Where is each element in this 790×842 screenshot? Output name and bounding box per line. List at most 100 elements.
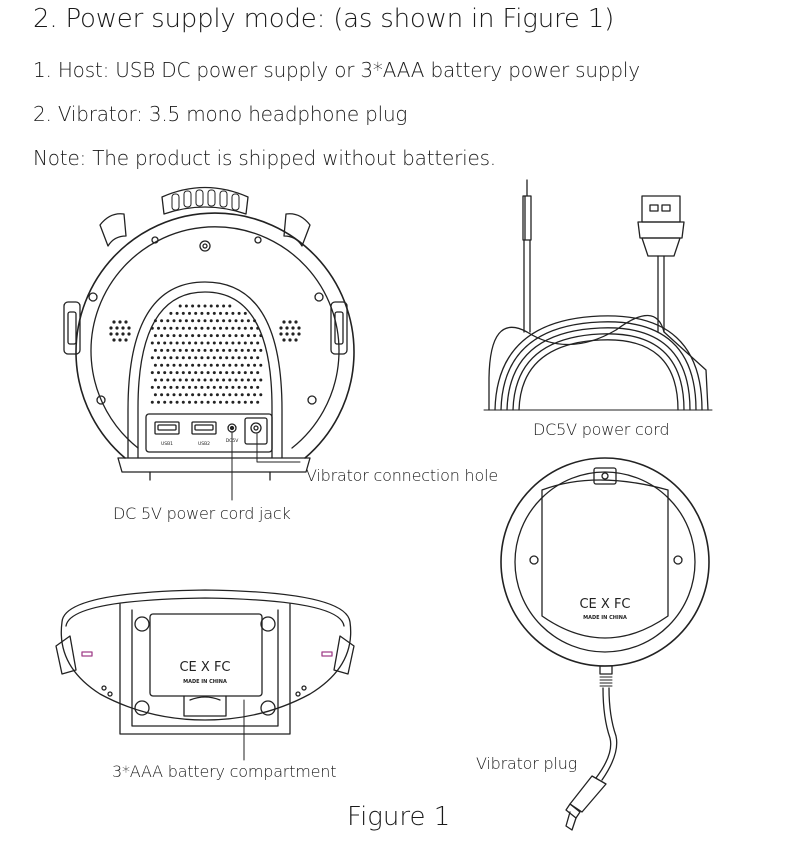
- speaker-hole: [181, 385, 185, 389]
- speaker-hole: [121, 326, 125, 330]
- shipping-note: Note: The product is shipped without bat…: [33, 146, 496, 170]
- speaker-hole: [115, 326, 119, 330]
- speaker-hole: [209, 334, 213, 338]
- speaker-hole: [191, 363, 195, 367]
- speaker-hole: [157, 385, 160, 389]
- speaker-hole: [160, 334, 164, 338]
- speaker-hole: [178, 348, 182, 352]
- speaker-hole: [200, 356, 204, 360]
- speaker-hole: [225, 400, 229, 404]
- speaker-hole: [150, 356, 154, 360]
- speaker-hole: [197, 334, 201, 338]
- speaker-hole: [219, 385, 222, 389]
- speaker-hole: [153, 363, 157, 367]
- speaker-hole: [285, 332, 289, 336]
- speaker-hole: [188, 326, 191, 330]
- speaker-hole: [184, 319, 188, 323]
- speaker-hole: [175, 356, 179, 360]
- speaker-hole: [184, 393, 188, 397]
- speaker-hole: [194, 356, 198, 360]
- speaker-hole: [209, 348, 213, 352]
- speaker-hole: [243, 311, 247, 315]
- vibrator-certification-marks: CE X FC: [579, 597, 630, 612]
- speaker-hole: [243, 326, 247, 330]
- speaker-hole: [175, 400, 179, 404]
- speaker-hole: [253, 319, 257, 323]
- speaker-hole: [212, 341, 216, 345]
- speaker-hole: [215, 334, 219, 338]
- speaker-hole: [250, 341, 253, 345]
- speaker-hole: [127, 332, 131, 336]
- speaker-hole: [191, 348, 195, 352]
- speaker-hole: [157, 341, 160, 345]
- speaker-hole: [153, 378, 157, 382]
- speaker-hole: [200, 400, 204, 404]
- speaker-hole: [175, 371, 179, 375]
- speaker-hole: [212, 311, 216, 315]
- speaker-hole: [231, 326, 235, 330]
- bottom-made-in-text: MADE IN CHINA: [183, 679, 227, 685]
- speaker-hole: [184, 348, 188, 352]
- speaker-hole: [172, 319, 176, 323]
- speaker-hole: [191, 319, 195, 323]
- speaker-hole: [203, 348, 207, 352]
- speaker-hole: [282, 320, 286, 324]
- speaker-hole: [175, 326, 179, 330]
- speaker-hole: [219, 356, 222, 360]
- speaker-hole: [175, 311, 179, 315]
- speaker-hole: [231, 341, 235, 345]
- speaker-hole: [243, 385, 247, 389]
- speaker-hole: [172, 378, 176, 382]
- speaker-hole: [178, 363, 182, 367]
- speaker-hole: [259, 348, 263, 352]
- speaker-hole: [197, 378, 201, 382]
- speaker-hole: [237, 326, 241, 330]
- power-item-vibrator: 2. Vibrator: 3.5 mono headphone plug: [33, 102, 408, 126]
- speaker-hole: [118, 320, 122, 324]
- speaker-hole: [178, 378, 182, 382]
- speaker-hole: [188, 311, 191, 315]
- speaker-hole: [153, 393, 157, 397]
- speaker-hole: [259, 378, 263, 382]
- speaker-hole: [228, 304, 232, 308]
- speaker-hole: [169, 356, 173, 360]
- speaker-hole: [282, 338, 286, 342]
- speaker-hole: [188, 371, 191, 375]
- vibrator-made-in-text: MADE IN CHINA: [583, 615, 627, 621]
- speaker-hole: [256, 341, 260, 345]
- speaker-hole: [150, 326, 154, 330]
- speaker-hole: [253, 393, 257, 397]
- speaker-hole: [231, 385, 235, 389]
- speaker-hole: [188, 400, 191, 404]
- speaker-hole: [291, 332, 295, 336]
- speaker-hole: [160, 319, 164, 323]
- speaker-hole: [228, 319, 232, 323]
- speaker-hole: [246, 348, 250, 352]
- speaker-hole: [219, 311, 222, 315]
- speaker-hole: [250, 371, 253, 375]
- speaker-hole: [222, 304, 226, 308]
- speaker-hole: [163, 326, 167, 330]
- speaker-hole: [172, 393, 176, 397]
- speaker-hole: [215, 393, 219, 397]
- host-bottom-view: [56, 590, 354, 760]
- speaker-hole: [243, 400, 247, 404]
- speaker-hole: [200, 341, 204, 345]
- speaker-hole: [191, 393, 195, 397]
- speaker-hole: [240, 348, 244, 352]
- speaker-hole: [253, 334, 257, 338]
- speaker-hole: [178, 304, 182, 308]
- speaker-hole: [234, 363, 238, 367]
- speaker-hole: [246, 378, 250, 382]
- speaker-hole: [181, 400, 185, 404]
- speaker-hole: [231, 356, 235, 360]
- speaker-hole: [256, 385, 260, 389]
- speaker-hole: [259, 393, 263, 397]
- speaker-hole: [169, 371, 173, 375]
- speaker-hole: [163, 371, 167, 375]
- speaker-hole: [222, 319, 226, 323]
- dc5v-power-cord-drawing: [484, 180, 712, 410]
- speaker-hole: [240, 319, 244, 323]
- speaker-hole: [253, 378, 257, 382]
